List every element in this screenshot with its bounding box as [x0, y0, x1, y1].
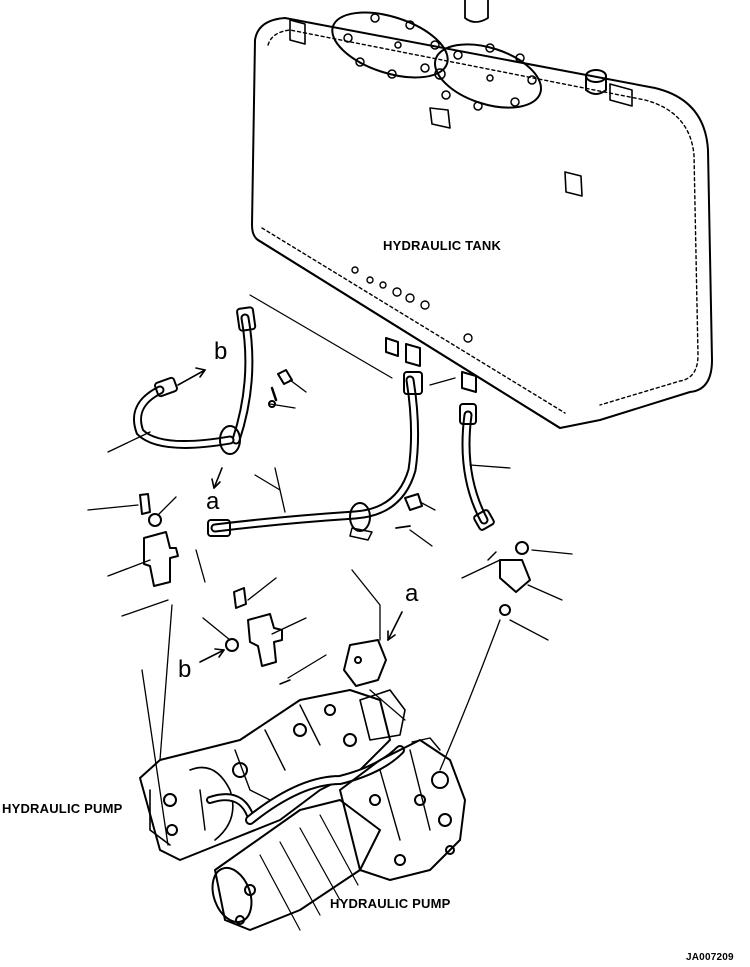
drawing-code: JA007209	[686, 952, 734, 963]
reference-letter-a-right: a	[405, 580, 419, 607]
tank-ports	[351, 266, 473, 343]
label-hydraulic-tank: HYDRAULIC TANK	[383, 238, 502, 253]
hydraulic-pump-assembly	[139, 689, 466, 931]
label-hydraulic-pump-bottom: HYDRAULIC PUMP	[330, 896, 451, 911]
reference-letter-b-left: b	[178, 656, 192, 683]
reference-letter-a-mid: a	[206, 488, 220, 515]
flange-bolts	[343, 13, 537, 111]
hydraulic-tank	[251, 0, 713, 429]
label-hydraulic-pump-left: HYDRAULIC PUMP	[2, 801, 123, 816]
hoses-and-fittings	[133, 294, 531, 687]
leader-lines	[87, 377, 573, 846]
reference-letter-b-top: b	[214, 338, 228, 365]
reference-arrows	[177, 367, 403, 663]
